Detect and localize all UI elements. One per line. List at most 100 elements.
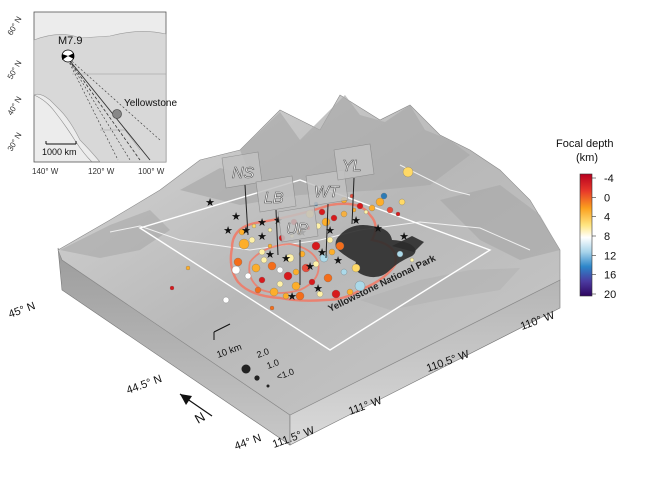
earthquake-dot	[395, 211, 401, 217]
inset-path-2	[65, 55, 131, 161]
lat-label-45: 45° N	[7, 300, 37, 321]
station-star-icon: ★	[281, 253, 291, 265]
park-boundary	[138, 179, 492, 351]
earthquake-dot	[316, 290, 324, 298]
inset-ocean-coast	[33, 94, 93, 163]
colorbar-title-2: (km)	[576, 152, 598, 164]
inset-lat-40: 40° N	[6, 95, 24, 117]
earthquake-dot	[276, 266, 284, 274]
station-label-yl: YL	[342, 158, 362, 175]
earthquake-dot	[335, 241, 345, 251]
earthquake-dot	[308, 278, 316, 286]
earthquake-dot	[258, 276, 266, 284]
earthquake-dot	[312, 260, 320, 268]
earthquake-dot	[169, 285, 175, 291]
earthquake-dot	[323, 273, 333, 283]
earthquake-dot	[331, 289, 341, 299]
earthquake-dot	[346, 288, 354, 296]
earthquake-dot	[258, 248, 266, 256]
earthquake-dot	[328, 248, 336, 256]
ridge-shading-4	[360, 268, 520, 310]
inset-lon-100: 100° W	[138, 167, 165, 176]
colorbar-tick-label: 16	[604, 270, 616, 282]
earthquake-dot	[356, 202, 364, 210]
legend-size-small	[266, 384, 270, 388]
station-star-icon: ★	[273, 215, 283, 227]
earthquake-dot	[291, 281, 301, 291]
earthquake-dot	[248, 236, 256, 244]
ridge-shading-3	[440, 185, 560, 260]
earthquake-dot	[409, 257, 415, 263]
earthquake-dot	[368, 204, 376, 212]
state-boundary	[109, 221, 531, 251]
earthquake-dot	[244, 272, 252, 280]
station-star-icon: ★	[325, 225, 335, 237]
earthquake-dot	[351, 263, 361, 273]
earthquake-dot	[402, 166, 414, 178]
earthquake-dot	[330, 214, 338, 222]
earthquake-dot	[326, 236, 334, 244]
inset-path-1	[65, 55, 141, 161]
station-star-icon: ★	[333, 255, 343, 267]
earthquake-dot	[295, 291, 305, 301]
earthquake-dot	[354, 280, 366, 292]
station-star-icon: ★	[351, 215, 361, 227]
station-star-icon: ★	[257, 231, 267, 243]
inset-quake-label: M7.9	[58, 35, 82, 47]
station-label-ns: NS	[232, 165, 255, 182]
earthquake-dot	[251, 263, 261, 273]
colorbar-tick-label: 8	[604, 231, 610, 243]
colorbar-tick-label: 0	[604, 192, 610, 204]
station-label-up: UP	[286, 221, 309, 238]
earthquake-dot	[396, 250, 404, 258]
earthquake-dot	[238, 238, 250, 250]
station-star-icon: ★	[317, 247, 327, 259]
station-star-icon: ★	[305, 261, 315, 273]
earthquake-dot	[231, 265, 241, 275]
station-markers: ★★★★★★★★★★★★★★★★★★★	[205, 197, 409, 303]
earthquake-dot	[267, 261, 277, 271]
station-star-icon: ★	[313, 283, 323, 295]
inset-scale-label: 1000 km	[42, 147, 77, 157]
earthquake-dot	[254, 286, 262, 294]
yellowstone-marker	[112, 109, 122, 119]
earthquake-dot	[185, 265, 191, 271]
inset-border-2	[100, 129, 141, 151]
inset-lat-60: 60° N	[6, 15, 24, 37]
station-up: UP	[277, 205, 319, 285]
lat-label-44-5: 44.5° N	[125, 373, 164, 397]
station-labels: NS LB UP WT YL	[221, 143, 375, 285]
station-label-wt: WT	[314, 184, 340, 201]
earthquake-dot	[292, 268, 300, 276]
inset-lon-140: 140° W	[32, 167, 59, 176]
station-wt: WT	[305, 169, 349, 259]
earthquake-dot	[269, 305, 275, 311]
earthquake-dot	[285, 253, 295, 263]
earthquake-dot	[386, 206, 394, 214]
earthquake-dot	[321, 217, 331, 227]
earthquake-dot	[267, 227, 273, 233]
earthquake-dot	[260, 256, 268, 264]
inset-lon-120: 120° W	[88, 167, 115, 176]
earthquake-dot	[398, 198, 406, 206]
legend-size-medium-label: 1.0	[265, 357, 280, 371]
earthquake-dot	[222, 296, 230, 304]
earthquake-dot	[283, 271, 293, 281]
station-lb: LB	[255, 175, 297, 256]
inset-path-4	[65, 55, 151, 161]
terrain-block	[57, 94, 561, 446]
inset-path-5	[65, 55, 119, 161]
inset-map: M7.9 Yellowstone 1000 km 60° N 50° N 40°…	[6, 11, 177, 176]
legend-size-medium	[254, 375, 260, 381]
station-star-icon: ★	[223, 225, 233, 237]
ridge-shading-2	[60, 210, 170, 258]
station-star-icon: ★	[205, 197, 215, 209]
earthquake-dot	[363, 209, 369, 215]
earthquake-dot	[269, 287, 279, 297]
earthquake-dot	[311, 241, 321, 251]
station-star-icon: ★	[265, 249, 275, 261]
station-yl: YL	[333, 143, 375, 225]
colorbar-title-1: Focal depth	[556, 138, 613, 150]
